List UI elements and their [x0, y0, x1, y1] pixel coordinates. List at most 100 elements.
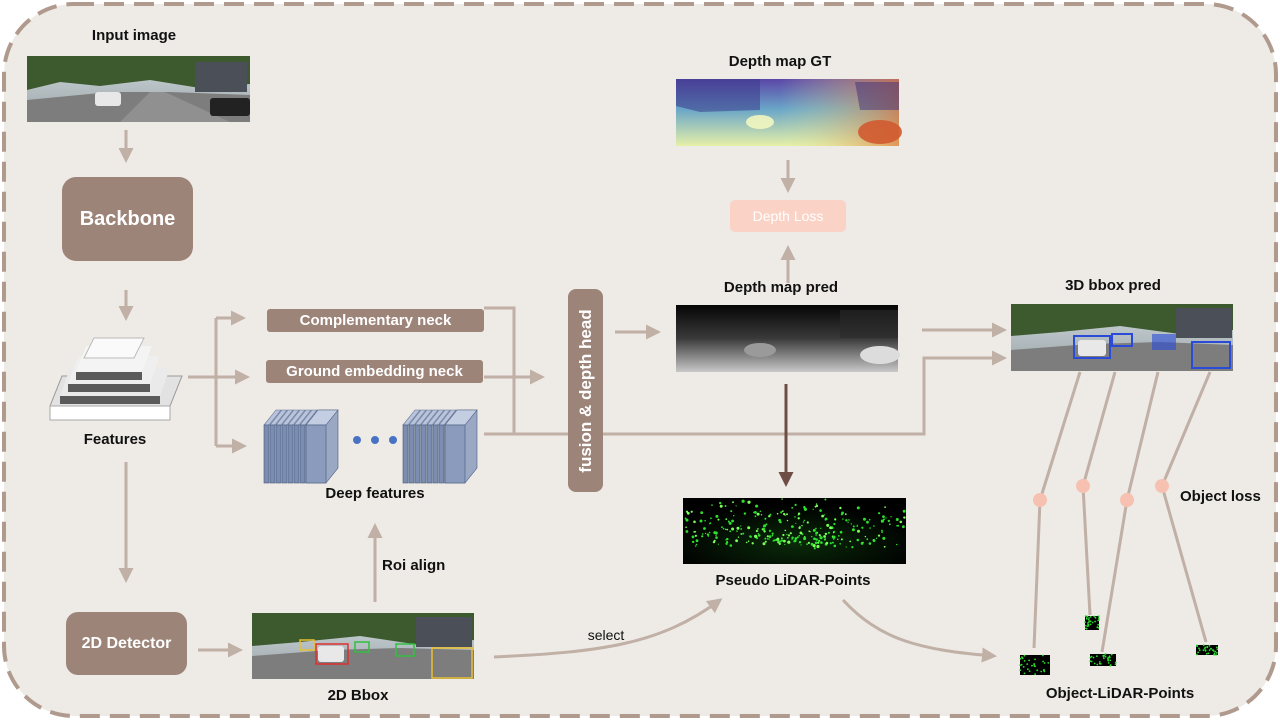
lidar-point: [747, 526, 751, 530]
lidar-point: [771, 532, 774, 535]
lidar-point: [821, 514, 824, 518]
lidar-point: [722, 527, 725, 530]
feature-cube-right: [402, 409, 478, 484]
lidar-point: [754, 511, 757, 514]
lidar-point: [837, 535, 840, 537]
lidar-point: [831, 536, 834, 539]
lidar-point: [827, 531, 831, 534]
lidar-point: [759, 510, 762, 513]
lidar-point: [888, 523, 891, 526]
lidar-point: [801, 524, 803, 527]
lidar-point: [700, 511, 704, 514]
lidar-point: [868, 518, 871, 521]
select-label: select: [587, 627, 625, 643]
lidar-point: [839, 506, 842, 510]
lidar-point: [754, 515, 757, 518]
lidar-point: [820, 527, 822, 529]
lidar-point: [757, 534, 761, 537]
lidar-point: [881, 531, 883, 533]
fusion-depth-head-label: fusion & depth head: [575, 308, 595, 473]
lidar-point: [691, 535, 695, 539]
lidar-point: [783, 539, 786, 543]
lidar-point: [765, 523, 768, 526]
lidar-point: [719, 501, 722, 505]
depth-map-pred-thumb: [676, 305, 900, 372]
lidar-point: [803, 537, 807, 541]
lidar-point: [851, 546, 854, 549]
lidar-point: [831, 527, 834, 529]
lidar-point: [780, 539, 784, 542]
lidar-point: [735, 505, 737, 507]
lidar-point: [839, 543, 841, 545]
lidar-point: [820, 541, 823, 544]
input-image-thumb: [27, 56, 250, 122]
deep-features-label: Deep features: [325, 485, 425, 502]
lidar-point: [833, 544, 837, 548]
fusion-depth-head-block: fusion & depth head: [568, 289, 603, 492]
lidar-point: [778, 542, 781, 546]
lidar-point: [757, 528, 759, 530]
lidar-point: [844, 513, 847, 516]
lidar-point: [849, 540, 852, 543]
lidar-point: [747, 500, 751, 504]
lidar-point: [708, 531, 711, 534]
lidar-point: [729, 530, 732, 533]
object-loss-label: Object loss: [1180, 488, 1261, 505]
lidar-point: [800, 544, 802, 546]
complementary-neck-block: Complementary neck: [267, 309, 484, 332]
lidar-point: [813, 537, 816, 541]
lidar-point: [847, 521, 849, 523]
lidar-point: [829, 526, 833, 530]
lidar-point: [781, 510, 784, 512]
lidar-point: [692, 540, 695, 544]
lidar-point: [754, 534, 758, 538]
lidar-point: [781, 498, 783, 500]
lidar-point: [726, 537, 729, 541]
lidar-point: [757, 533, 759, 535]
lidar-point: [768, 538, 770, 540]
features-pyramid: [49, 337, 183, 421]
lidar-point: [794, 539, 797, 543]
input-image-label: Input image: [91, 27, 177, 44]
lidar-point: [823, 538, 827, 541]
lidar-point: [699, 519, 703, 523]
lidar-point: [873, 525, 875, 527]
depth-map-pred-label: Depth map pred: [723, 279, 839, 296]
lidar-point: [839, 530, 843, 534]
lidar-point: [686, 511, 690, 515]
lidar-point: [811, 535, 813, 538]
lidar-point: [819, 509, 822, 512]
lidar-point: [701, 535, 704, 538]
lidar-point: [802, 521, 805, 523]
lidar-point: [717, 543, 720, 545]
bbox2d-thumb: [252, 613, 474, 679]
lidar-point: [841, 511, 844, 515]
lidar-point: [882, 515, 885, 518]
feature-cube-left: [263, 409, 339, 484]
lidar-point: [896, 525, 898, 527]
lidar-point: [850, 523, 852, 525]
depth-map-gt-label: Depth map GT: [728, 53, 832, 70]
lidar-point: [715, 536, 718, 539]
lidar-point: [731, 527, 735, 531]
lidar-point: [742, 532, 745, 535]
features-label: Features: [83, 431, 147, 448]
lidar-point: [883, 545, 886, 548]
lidar-point: [834, 518, 837, 521]
lidar-point: [711, 504, 713, 506]
lidar-point: [733, 515, 735, 517]
lidar-point: [728, 521, 732, 525]
lidar-point: [776, 512, 779, 515]
lidar-point: [787, 534, 791, 537]
lidar-point: [837, 538, 839, 540]
lidar-point: [731, 519, 734, 523]
lidar-point: [740, 525, 742, 527]
bbox-2d-label: 2D Bbox: [327, 687, 389, 704]
lidar-point: [797, 517, 800, 520]
lidar-point: [856, 538, 860, 542]
lidar-point: [817, 541, 820, 544]
lidar-point: [794, 537, 798, 540]
lidar-point: [764, 540, 767, 543]
